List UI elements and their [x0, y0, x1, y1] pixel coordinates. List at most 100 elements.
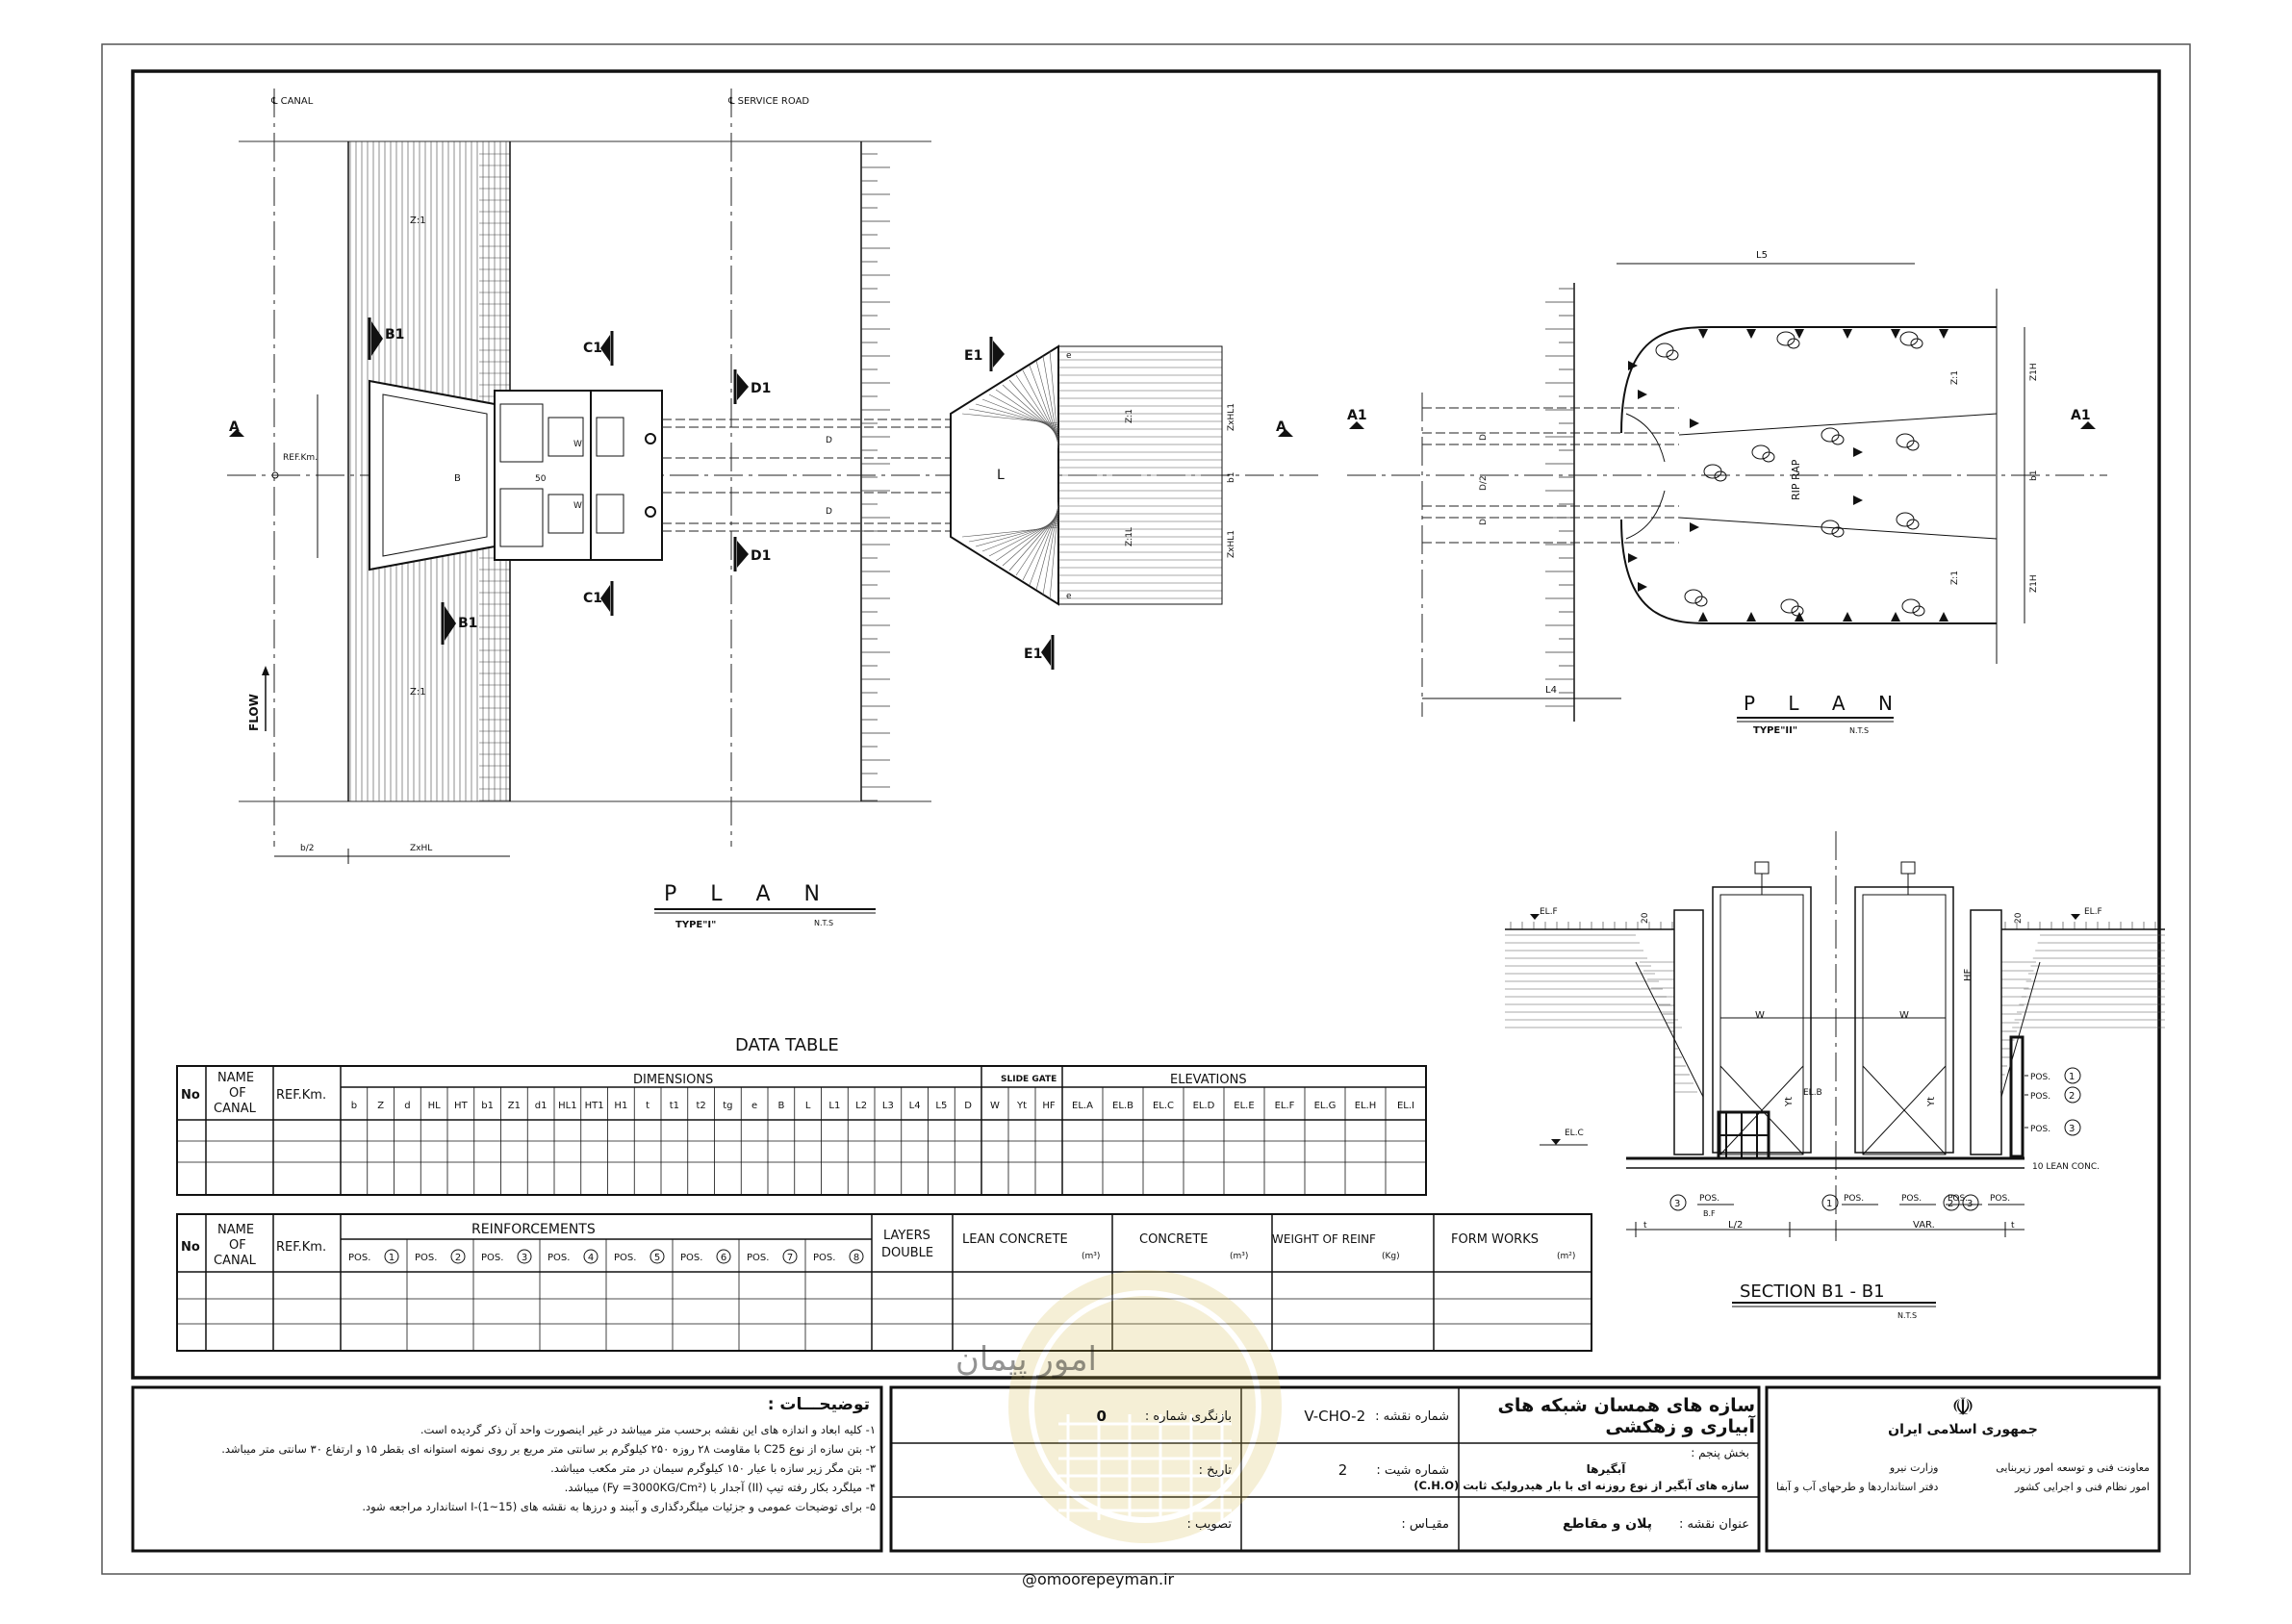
- riprap-tooth: [1638, 582, 1647, 592]
- org-deputy: معاونت فنی و توسعه امور زیربنایی: [1996, 1461, 2150, 1474]
- rt-no: No: [181, 1240, 200, 1255]
- riprap-tooth: [1746, 329, 1756, 339]
- flow-label: FLOW: [247, 694, 261, 731]
- rt-pos-number: 3: [522, 1253, 527, 1263]
- riprap-stone: [1906, 519, 1920, 530]
- elf-marker-left: [1530, 914, 1540, 920]
- watermark-logo: [1008, 1270, 1282, 1543]
- section-t-right: t: [2011, 1221, 2015, 1231]
- rt-pos-number: 1: [389, 1253, 395, 1263]
- riprap-tooth: [1698, 612, 1708, 622]
- pipe-lines: [662, 419, 951, 532]
- pos-circle: [1962, 1194, 1979, 1211]
- dt-name1: NAME: [217, 1071, 254, 1085]
- rt-pos-label: POS.: [415, 1253, 437, 1263]
- section-VAR: VAR.: [1913, 1220, 1935, 1231]
- section-elc: EL.C: [1565, 1129, 1584, 1138]
- pos-label: POS.: [1990, 1194, 2010, 1204]
- reinf-table-frame: [176, 1213, 1592, 1352]
- riprap-tooth: [1939, 612, 1948, 622]
- dim-label-W-bottom: W: [573, 501, 582, 511]
- a1-arrow-left: [1349, 421, 1364, 429]
- pipe-end-2: [645, 506, 656, 518]
- rt-form-unit: (m²): [1557, 1252, 1575, 1261]
- plan-type-2: L5 D D/2 D RIP RAP Z:1 Z:1 Z1H b1 Z1H A1…: [1347, 250, 2107, 736]
- gate-leaf-left: [1719, 894, 1804, 1155]
- dt-elev-col-EL.A: EL.A: [1072, 1101, 1093, 1111]
- wing-hatch-line: [1029, 365, 1059, 444]
- wing-hatch-line: [1008, 513, 1059, 571]
- tb-section-cell: بخش پنجم : آبگیرها سازه های آبگیر از نوع…: [1413, 1445, 1755, 1495]
- mark-c1-top: C1: [583, 341, 602, 356]
- gate-chamber-right: [1854, 886, 1954, 1154]
- tb-approval-label: تصویب :: [1186, 1516, 1232, 1532]
- dt-dim-col-b1: b1: [481, 1101, 494, 1111]
- note-line-2: ۲- بتن سازه از نوع C25 با مقاومت ۲۸ روزه…: [221, 1442, 876, 1456]
- dt-gate-col-Yt: Yt: [1016, 1101, 1027, 1111]
- dim-zxhl: ZxHL: [410, 844, 432, 853]
- dt-dim-col-L3: L3: [882, 1101, 894, 1111]
- note-line-4: ۴- میلگرد بکار رفته تیپ (II) آجدار با (F…: [564, 1481, 876, 1494]
- rt-pos-circle: [450, 1249, 466, 1264]
- pos-number: 1: [1826, 1199, 1832, 1209]
- pos-circle: [1943, 1194, 1960, 1211]
- section-W-right: W: [1899, 1010, 1909, 1021]
- watermark-ring: [1029, 1290, 1261, 1523]
- dt-dim-col-t: t: [646, 1101, 649, 1111]
- org-affairs: امور نظام فنی و اجرایی کشور: [2015, 1481, 2150, 1493]
- dt-name3: CANAL: [214, 1102, 257, 1116]
- section-L2: L/2: [1728, 1220, 1743, 1231]
- riprap-tooth: [1843, 612, 1852, 622]
- rt-pos-circle: [517, 1249, 532, 1264]
- rt-pos-label: POS.: [481, 1253, 503, 1263]
- wing-hatch-line: [1015, 374, 1059, 440]
- pos-number: 2: [2069, 1091, 2075, 1102]
- ref-km-point: [271, 471, 279, 479]
- dt-elev-col-EL.H: EL.H: [1355, 1101, 1377, 1111]
- wing-hatch-line: [1042, 355, 1059, 447]
- dt-name2: OF: [229, 1086, 246, 1101]
- tb-drawing-no-cell: شماره نقشه : V-CHO-2: [1245, 1391, 1455, 1441]
- tb-date-cell: تاریخ :: [895, 1445, 1237, 1495]
- right-fill-slope: [2000, 961, 2041, 1098]
- rt-name3: CANAL: [214, 1254, 257, 1268]
- tb-section-value: آبگیرها: [1586, 1462, 1626, 1476]
- org-panel: ☫ جمهوری اسلامی ایران معاونت فنی و توسعه…: [1770, 1391, 2155, 1547]
- dim-label-zhl1-top: ZxHL1: [1227, 403, 1236, 431]
- dim-label-B: B: [454, 473, 461, 484]
- plan2-edge-ticks: [1545, 288, 1574, 707]
- gate-frame-1: [548, 417, 584, 457]
- rt-lean: LEAN CONCRETE: [962, 1232, 1068, 1247]
- road-edge-ticks: [861, 153, 890, 801]
- rt-pos-number: 7: [787, 1253, 793, 1263]
- plan2-dim-D: D: [1479, 434, 1489, 441]
- riprap-outline-top: [1620, 326, 1997, 434]
- watermark-grid: [1058, 1414, 1232, 1520]
- wing-hatch-line: [1035, 360, 1059, 445]
- gate-stem-left: [1754, 861, 1770, 875]
- tb-main-cell: سازه های همسان شبکه های آبیاری و زهکشی: [1463, 1391, 1755, 1441]
- section-a-arrow-right: [1278, 429, 1293, 437]
- plan2-z1-bottom: Z:1: [1950, 571, 1960, 585]
- dt-dim-col-HL: HL: [428, 1101, 442, 1111]
- tb-sheet-label: شماره شیت :: [1376, 1462, 1449, 1478]
- riprap-stone: [1666, 349, 1679, 361]
- section-title: SECTION B1 - B1: [1740, 1281, 1885, 1302]
- wing-hatch-line: [1002, 384, 1059, 436]
- drawing-frame: [131, 69, 2161, 1380]
- org-office: دفتر استانداردها و طرحهای آب و آبفا: [1776, 1481, 1939, 1493]
- rt-pos-label: POS.: [813, 1253, 835, 1263]
- mark-d1-top: D1: [751, 381, 771, 396]
- rt-pos-label: POS.: [548, 1253, 570, 1263]
- dt-dim-col-Z: Z: [377, 1101, 384, 1111]
- riprap-stone: [1762, 451, 1775, 463]
- plan1-nts: N.T.S: [814, 919, 833, 927]
- data-table-grid: [177, 1066, 1426, 1195]
- plan2-nts: N.T.S: [1849, 726, 1869, 735]
- reinf-table-grid: [177, 1214, 1592, 1351]
- riprap-tooth: [1698, 329, 1708, 339]
- gate-frame-2: [548, 494, 584, 534]
